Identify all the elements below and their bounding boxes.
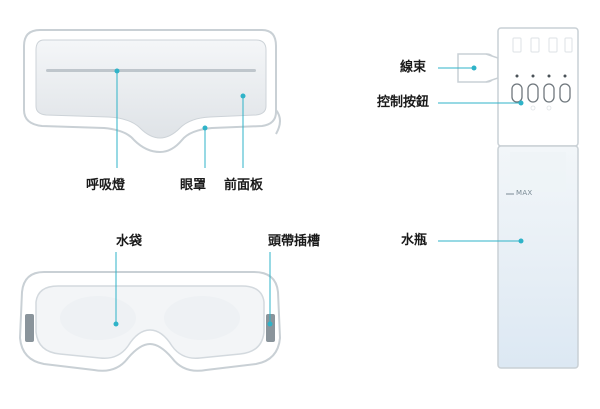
label-water-bag: 水袋	[116, 234, 143, 249]
control-button-1	[511, 83, 523, 103]
water-bottle-body	[497, 145, 579, 369]
callout-eye-mask	[202, 125, 208, 168]
mask-front-panel	[35, 39, 267, 139]
label-max: MAX	[516, 189, 533, 197]
callout-water-bag	[113, 252, 119, 327]
callout-cable	[438, 65, 477, 71]
mask-inner-view	[18, 252, 282, 372]
control-button-2	[527, 83, 539, 103]
callout-water-bottle	[438, 238, 524, 244]
mask-side-knob	[275, 109, 281, 135]
label-strap-slot: 頭帶插槽	[268, 234, 321, 249]
control-button-4	[559, 83, 571, 103]
callout-front-panel	[240, 93, 246, 168]
mask-front-view	[23, 29, 281, 168]
right-eye-hollow	[164, 296, 240, 340]
label-water-bottle: 水瓶	[401, 233, 428, 248]
callout-strap-slot	[267, 252, 273, 327]
breathing-light-strip	[46, 69, 256, 72]
water-bottle-unit	[438, 27, 579, 369]
label-breathing-light: 呼吸燈	[86, 178, 126, 193]
label-control-buttons: 控制按鈕	[377, 95, 430, 110]
label-eye-mask: 眼罩	[180, 178, 207, 193]
control-button-3	[543, 83, 555, 103]
right-strap-slot	[266, 314, 275, 342]
left-strap-slot	[25, 314, 34, 342]
left-eye-hollow	[60, 296, 136, 340]
callout-control-buttons	[438, 100, 524, 106]
callout-breathing-light	[114, 68, 120, 168]
label-cable: 線束	[400, 60, 427, 75]
label-front-panel: 前面板	[224, 178, 264, 193]
